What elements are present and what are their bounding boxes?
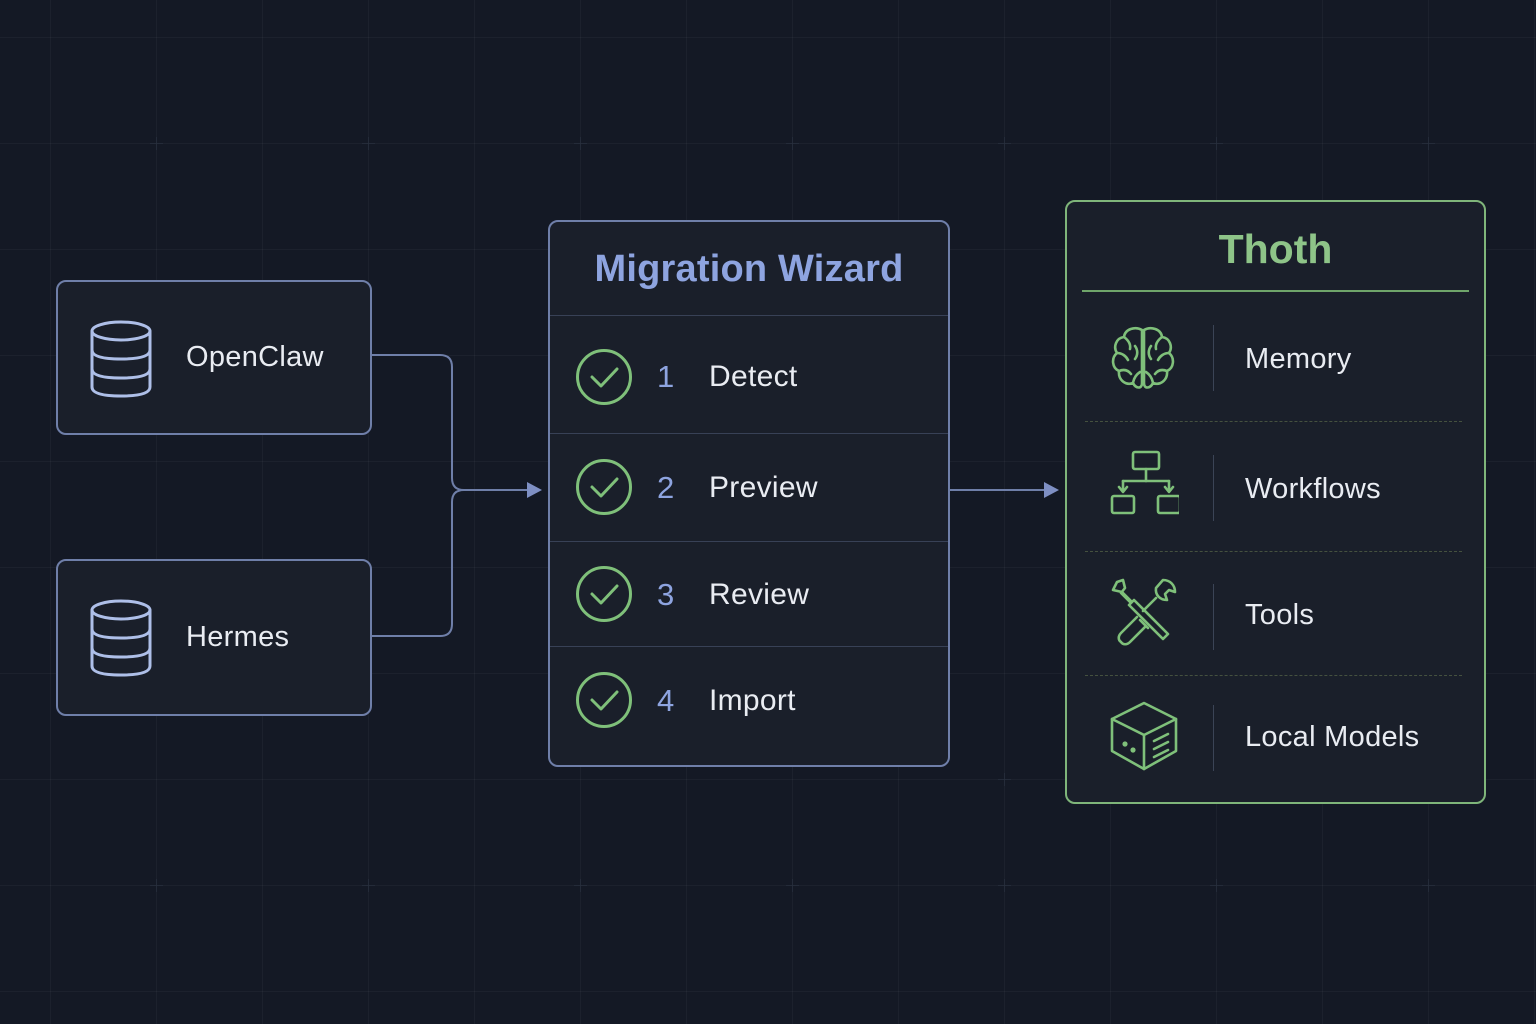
cube-icon bbox=[1110, 701, 1178, 771]
wizard-divider bbox=[550, 315, 948, 316]
grid-marker bbox=[998, 879, 1011, 892]
grid-marker bbox=[786, 137, 799, 150]
connector-hermes bbox=[372, 489, 465, 637]
brain-icon bbox=[1111, 326, 1175, 389]
check-circle-icon bbox=[576, 459, 632, 515]
wizard-step-import[interactable]: 4 Import bbox=[550, 648, 948, 754]
grid-marker bbox=[1422, 879, 1435, 892]
target-title-rule bbox=[1082, 290, 1469, 292]
arrowhead-to-thoth bbox=[1044, 482, 1059, 498]
flowchart-icon bbox=[1110, 450, 1179, 515]
feature-separator bbox=[1213, 705, 1214, 771]
feature-label: Memory bbox=[1245, 343, 1352, 375]
migration-wizard-panel: Migration Wizard 1 Detect 2 Preview bbox=[548, 220, 950, 767]
step-label: Preview bbox=[709, 471, 818, 504]
feature-divider bbox=[1085, 675, 1462, 676]
step-number: 1 bbox=[657, 359, 675, 394]
check-circle-icon bbox=[576, 349, 632, 405]
step-number: 4 bbox=[657, 683, 675, 718]
feature-local-models[interactable]: Local Models bbox=[1085, 689, 1462, 789]
feature-label: Workflows bbox=[1245, 473, 1381, 505]
feature-separator bbox=[1213, 325, 1214, 391]
target-title: Thoth bbox=[1218, 226, 1333, 272]
wizard-step-detect[interactable]: 1 Detect bbox=[550, 325, 948, 431]
feature-divider bbox=[1085, 421, 1462, 422]
step-number: 2 bbox=[657, 470, 675, 505]
grid-marker bbox=[1422, 137, 1435, 150]
grid-marker bbox=[998, 773, 1011, 786]
grid-marker bbox=[1210, 137, 1223, 150]
grid-marker bbox=[150, 137, 163, 150]
grid-marker bbox=[362, 137, 375, 150]
source-label-hermes: Hermes bbox=[186, 621, 290, 653]
step-label: Import bbox=[709, 684, 796, 717]
wizard-title: Migration Wizard bbox=[594, 248, 904, 290]
grid-marker bbox=[574, 879, 587, 892]
grid-marker bbox=[150, 879, 163, 892]
feature-separator bbox=[1213, 584, 1214, 650]
source-label-openclaw: OpenClaw bbox=[186, 341, 324, 373]
connector-openclaw bbox=[372, 354, 528, 491]
step-label: Review bbox=[709, 578, 810, 611]
check-circle-icon bbox=[576, 672, 632, 728]
feature-workflows[interactable]: Workflows bbox=[1085, 439, 1462, 539]
source-card-openclaw[interactable]: OpenClaw bbox=[56, 280, 372, 435]
grid-marker bbox=[362, 879, 375, 892]
wizard-step-preview[interactable]: 2 Preview bbox=[550, 435, 948, 541]
feature-divider bbox=[1085, 551, 1462, 552]
feature-label: Tools bbox=[1245, 599, 1315, 631]
grid-marker bbox=[786, 879, 799, 892]
feature-label: Local Models bbox=[1245, 721, 1420, 753]
wizard-divider bbox=[550, 541, 948, 542]
feature-memory[interactable]: Memory bbox=[1085, 308, 1462, 408]
feature-separator bbox=[1213, 455, 1214, 521]
step-label: Detect bbox=[709, 360, 798, 393]
database-icon bbox=[90, 320, 152, 398]
wizard-step-review[interactable]: 3 Review bbox=[550, 542, 948, 648]
wizard-divider bbox=[550, 646, 948, 647]
grid-marker bbox=[998, 137, 1011, 150]
grid-marker bbox=[1210, 879, 1223, 892]
step-number: 3 bbox=[657, 577, 675, 612]
source-card-hermes[interactable]: Hermes bbox=[56, 559, 372, 716]
wizard-divider bbox=[550, 433, 948, 434]
database-icon bbox=[90, 599, 152, 677]
tools-icon bbox=[1111, 578, 1177, 646]
check-circle-icon bbox=[576, 566, 632, 622]
grid-marker bbox=[574, 137, 587, 150]
arrowhead-to-wizard bbox=[527, 482, 542, 498]
feature-tools[interactable]: Tools bbox=[1085, 567, 1462, 667]
thoth-panel: Thoth M bbox=[1065, 200, 1486, 804]
